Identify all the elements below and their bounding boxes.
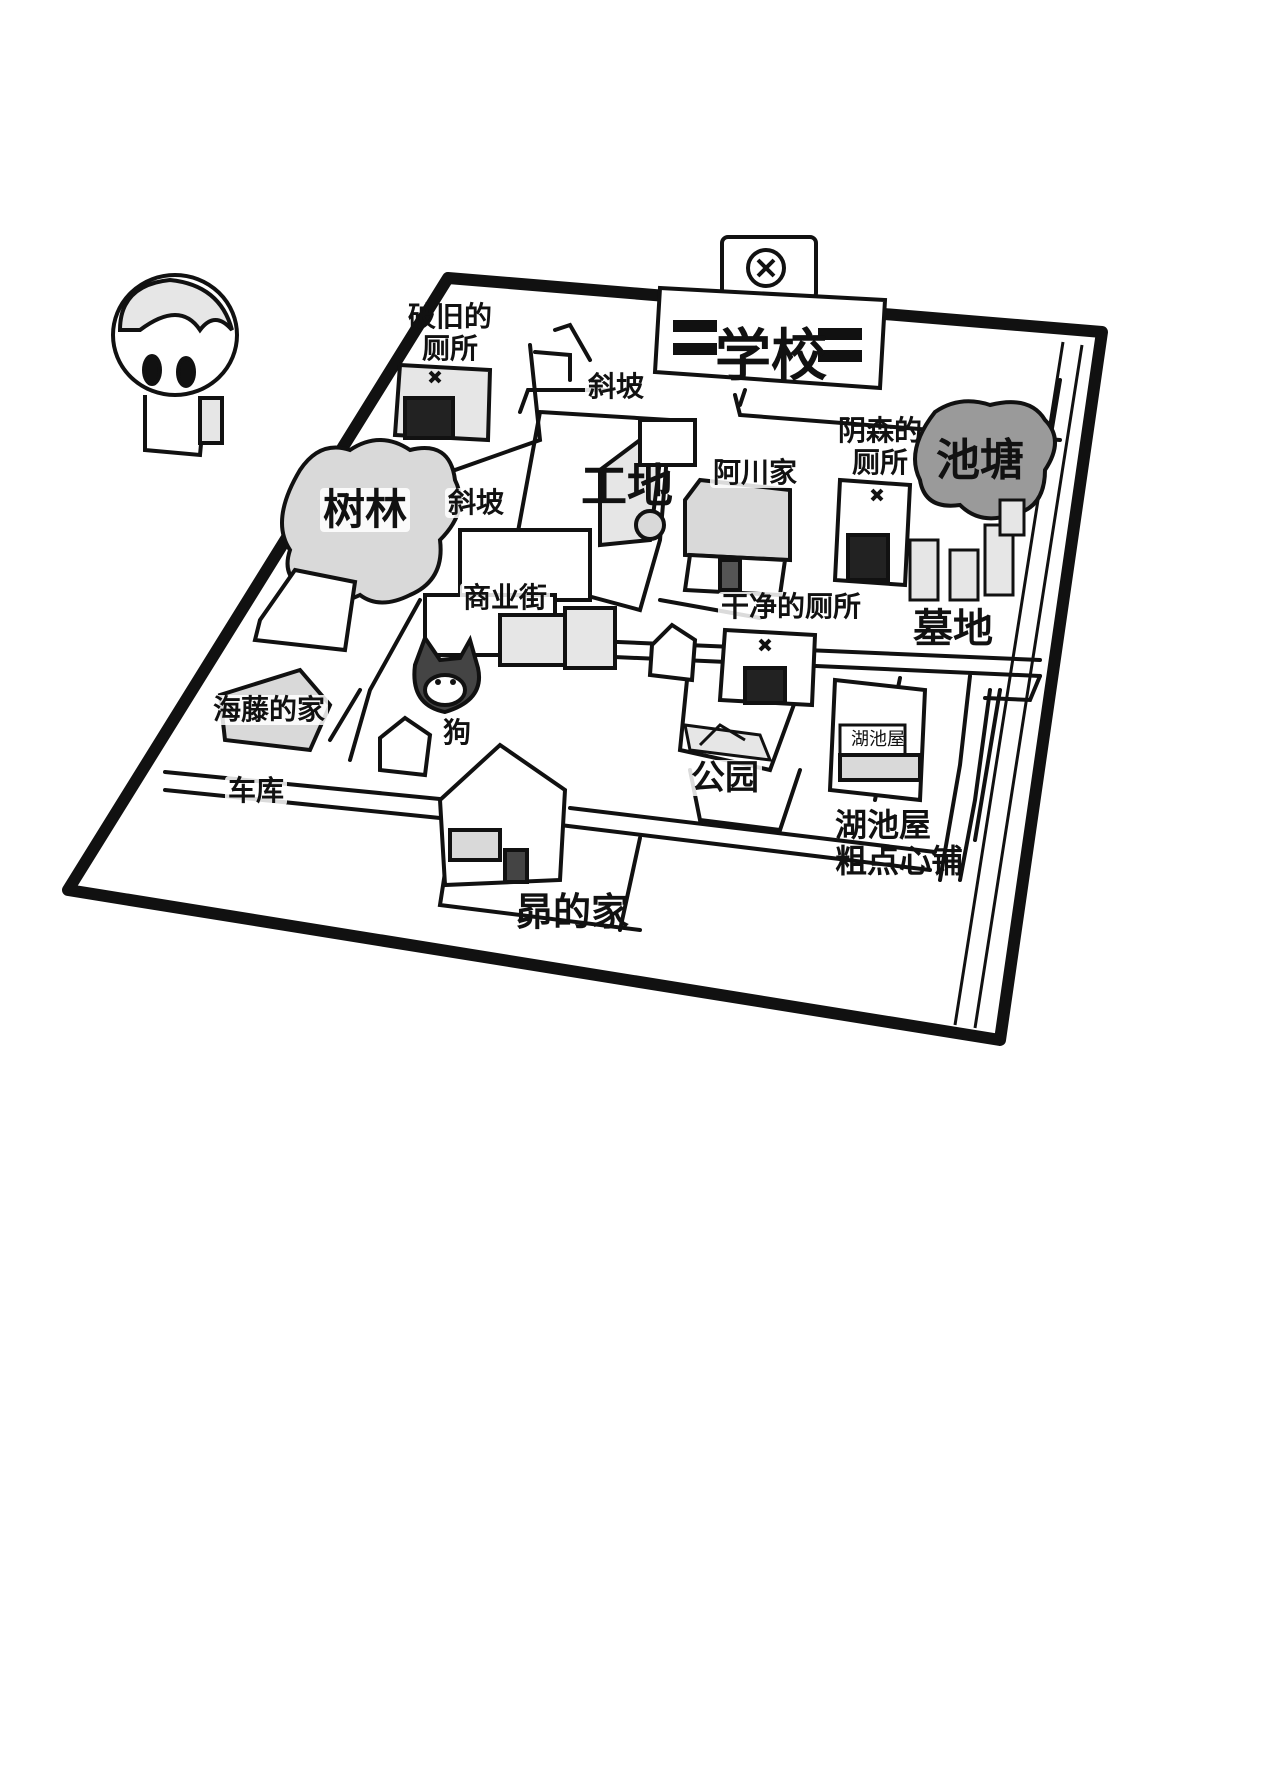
label-koike-shop-line1: 湖池屋 [835,806,932,844]
label-park: 公园 [688,760,762,796]
ruined-toilet-building [392,362,493,443]
label-cemetery: 墓地 [913,606,993,652]
label-clean-toilet: 干净的厕所 [718,592,865,622]
label-yinsen-toilet-line2: 厕所 [852,446,909,479]
kid-character [111,273,239,458]
construction-site [598,418,697,548]
label-subaru-home: 昴的家 [515,890,630,934]
label-ruined-toilet-line1: 破旧的 [408,300,493,333]
dog-head [412,633,481,715]
label-ruined-toilet: 破旧的 厕所 [405,302,495,364]
park-shed [647,622,698,683]
koike-shop-building [827,677,928,803]
label-woods: 树林 [320,488,411,532]
achuan-home-building [682,477,792,598]
cemetery-stones [908,498,1026,602]
label-school: 学校 [715,324,827,389]
label-slope-left: 斜坡 [445,488,508,518]
label-yinsen-toilet-line1: 阴森的 [838,414,923,447]
label-yinsen-toilet: 阴森的 厕所 [835,416,925,478]
dog-house [378,715,433,778]
clean-toilet-building [717,627,818,708]
park-area [683,723,773,762]
koike-shop-sign: 湖池屋 [851,729,905,750]
label-slope-top: 斜坡 [585,372,648,402]
label-construction: 工地 [581,459,673,513]
label-shopping-street: 商业街 [460,583,551,613]
label-koike-shop: 湖池屋 粗点心铺 [832,808,966,878]
label-pond: 池塘 [936,435,1024,486]
label-garage: 车库 [225,776,288,806]
label-koike-shop-line2: 粗点心铺 [835,842,964,880]
label-achuan-home: 阿川家 [710,458,801,488]
school-building [652,235,888,391]
pond-shape [913,399,1057,521]
label-ruined-toilet-line2: 厕所 [422,332,479,365]
subaru-home-building [437,742,568,888]
label-haito-home: 海藤的家 [210,695,329,725]
yinsen-toilet-building [832,477,913,588]
label-dog: 狗 [443,716,472,749]
